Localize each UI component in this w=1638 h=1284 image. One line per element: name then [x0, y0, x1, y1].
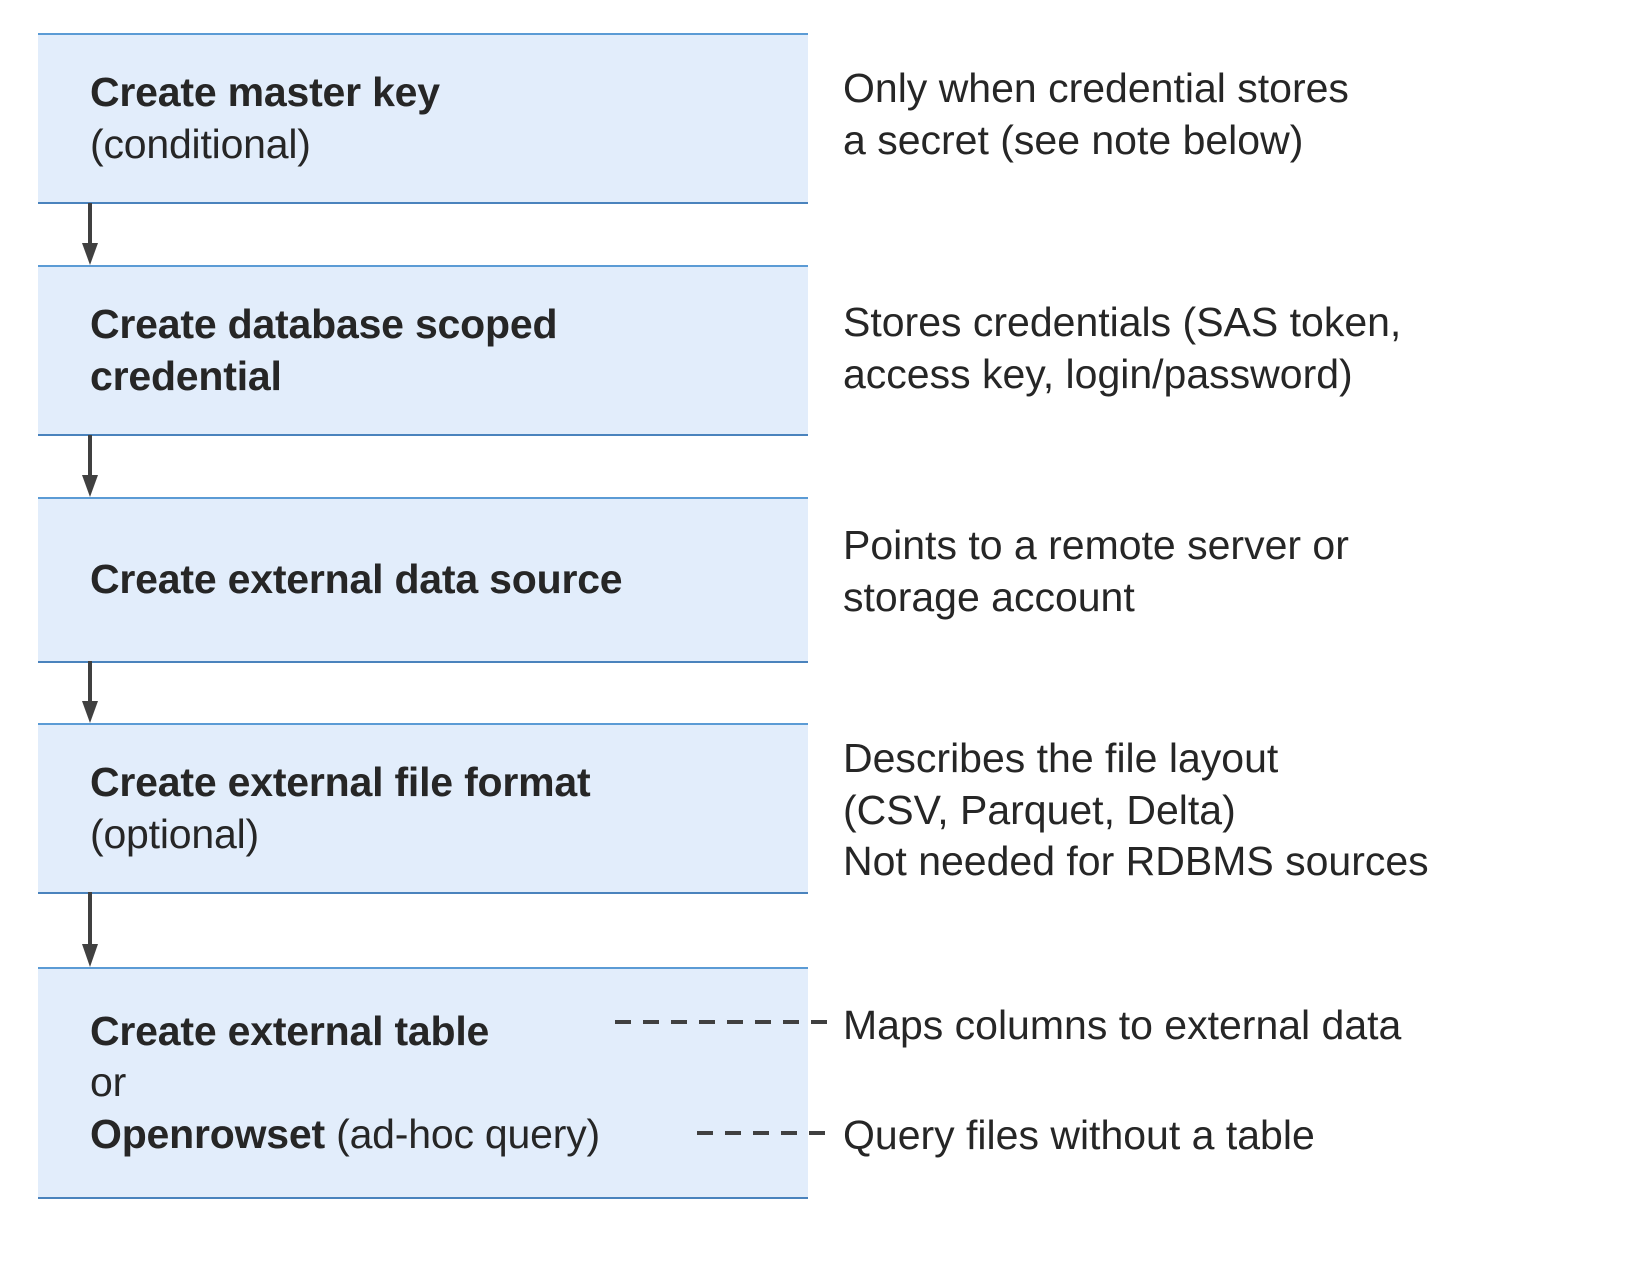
- flow-step-openrowset-line: Openrowset (ad-hoc query): [90, 1109, 794, 1161]
- note-data-source-line-1: Points to a remote server or: [843, 522, 1349, 568]
- flow-step-file-format-subtitle: (optional): [90, 810, 259, 857]
- note-data-source-line-2: storage account: [843, 573, 1135, 620]
- note-scoped-credential-line-1: Stores credentials (SAS token,: [843, 299, 1402, 345]
- flow-step-data-source-title: Create external data source: [90, 556, 623, 603]
- flow-step-scoped-credential: Create database scoped credential: [38, 265, 808, 436]
- leader-line-openrowset: [697, 1131, 837, 1135]
- note-scoped-credential-line-2: access key, login/password): [843, 350, 1353, 397]
- flow-step-scoped-credential-subtitle: credential: [90, 352, 282, 399]
- flow-step-external-table-content: Create external table or Openrowset (ad-…: [38, 1006, 808, 1161]
- flow-step-openrowset-suffix: (ad-hoc query): [324, 1110, 600, 1157]
- flow-step-master-key: Create master key (conditional): [38, 33, 808, 204]
- note-data-source: Points to a remote server or storage acc…: [843, 520, 1623, 623]
- flow-step-external-table: Create external table or Openrowset (ad-…: [38, 967, 808, 1199]
- arrow-down-icon-1: [82, 203, 98, 267]
- note-master-key-line-1: Only when credential stores: [843, 65, 1349, 111]
- note-file-format-line-3: Not needed for RDBMS sources: [843, 838, 1429, 885]
- arrow-down-icon-2: [82, 435, 98, 499]
- note-master-key: Only when credential stores a secret (se…: [843, 63, 1623, 166]
- flow-step-data-source: Create external data source: [38, 497, 808, 663]
- flow-step-file-format-content: Create external file format (optional): [38, 757, 808, 860]
- note-scoped-credential: Stores credentials (SAS token, access ke…: [843, 297, 1623, 400]
- flow-step-external-table-connector: or: [90, 1059, 127, 1106]
- leader-line-external-table: [615, 1020, 837, 1024]
- flow-step-file-format: Create external file format (optional): [38, 723, 808, 894]
- arrow-down-icon-3: [82, 661, 98, 725]
- flow-step-master-key-content: Create master key (conditional): [38, 67, 808, 170]
- flow-step-scoped-credential-title: Create database scoped: [90, 300, 558, 347]
- note-file-format: Describes the file layout (CSV, Parquet,…: [843, 733, 1623, 888]
- flow-step-file-format-title: Create external file format: [90, 758, 591, 805]
- flow-step-openrowset-title: Openrowset: [90, 1110, 325, 1157]
- flow-step-master-key-subtitle: (conditional): [90, 120, 311, 167]
- note-openrowset: Query files without a table: [843, 1112, 1315, 1158]
- flow-step-scoped-credential-content: Create database scoped credential: [38, 299, 808, 402]
- note-file-format-line-1: Describes the file layout: [843, 735, 1279, 781]
- note-external-table: Maps columns to external data: [843, 1002, 1402, 1048]
- arrow-down-icon-4: [82, 892, 98, 969]
- flow-step-master-key-title: Create master key: [90, 68, 440, 115]
- flow-step-data-source-content: Create external data source: [38, 554, 808, 606]
- note-file-format-line-2: (CSV, Parquet, Delta): [843, 786, 1236, 833]
- note-master-key-line-2: a secret (see note below): [843, 116, 1304, 163]
- flow-step-external-table-title: Create external table: [90, 1007, 490, 1054]
